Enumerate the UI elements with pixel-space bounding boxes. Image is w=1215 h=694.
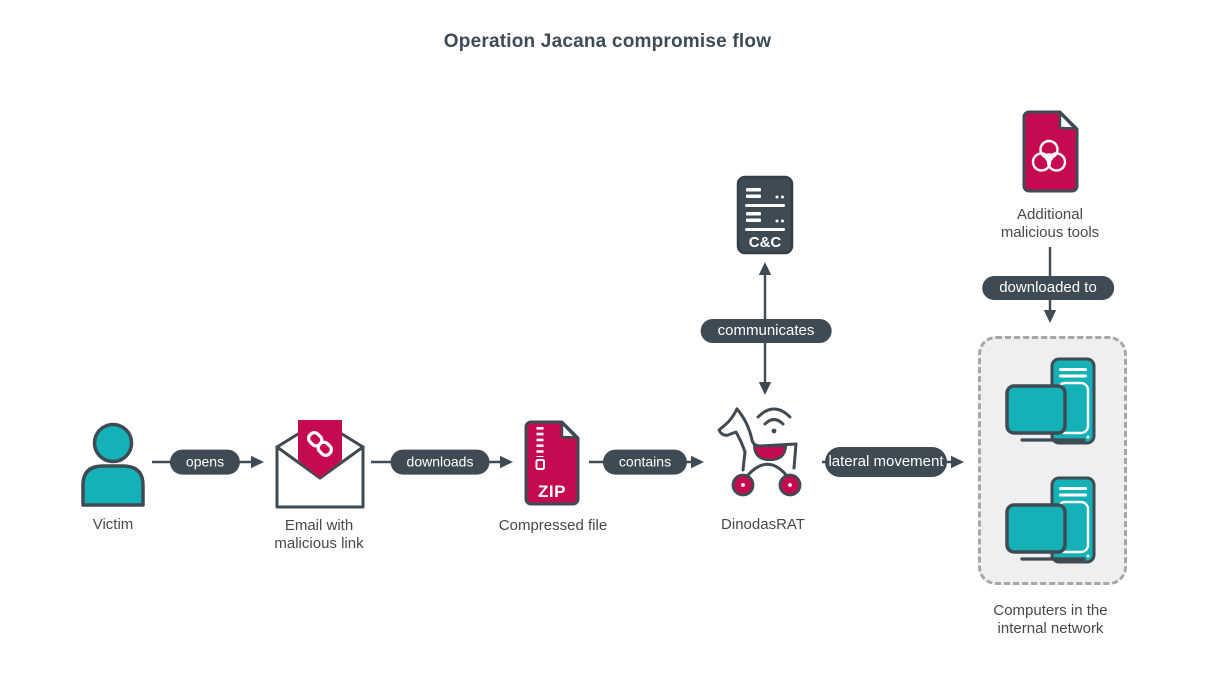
edge-label-downloads: downloads	[390, 449, 490, 475]
tools-label: Additional malicious tools	[1000, 206, 1100, 242]
zip-label: Compressed file	[498, 517, 608, 534]
rat-label: DinodasRAT	[721, 516, 805, 533]
arrowhead	[951, 455, 964, 469]
trojan-horse-icon	[717, 407, 802, 497]
edge-label-lateral-movement: lateral movement	[825, 447, 947, 477]
cnc-badge: C&C	[749, 234, 782, 251]
computer-icon	[1005, 357, 1096, 445]
arrowhead	[758, 262, 772, 275]
zip-file-icon: ZIP	[524, 420, 580, 506]
email-link-icon	[275, 420, 365, 509]
edge-label-opens: opens	[169, 449, 241, 475]
arrowhead	[500, 455, 513, 469]
arrowhead	[758, 382, 772, 395]
biohazard-file-icon	[1022, 110, 1079, 193]
network-label: Computers in the internal network	[993, 602, 1108, 638]
arrowhead	[1043, 310, 1057, 323]
arrowhead	[251, 455, 264, 469]
page-title: Operation Jacana compromise flow	[443, 31, 772, 52]
edge-label-communicates: communicates	[700, 319, 832, 343]
computer-icon	[1005, 476, 1096, 564]
edge-label-contains: contains	[602, 449, 688, 475]
victim-label: Victim	[92, 516, 134, 533]
edge-label-downloaded-to: downloaded to	[982, 276, 1114, 300]
arrowhead	[691, 455, 704, 469]
zip-badge: ZIP	[538, 482, 566, 501]
server-icon: C&C	[736, 175, 794, 255]
email-label: Email with malicious link	[274, 517, 364, 553]
person-icon	[81, 422, 145, 507]
